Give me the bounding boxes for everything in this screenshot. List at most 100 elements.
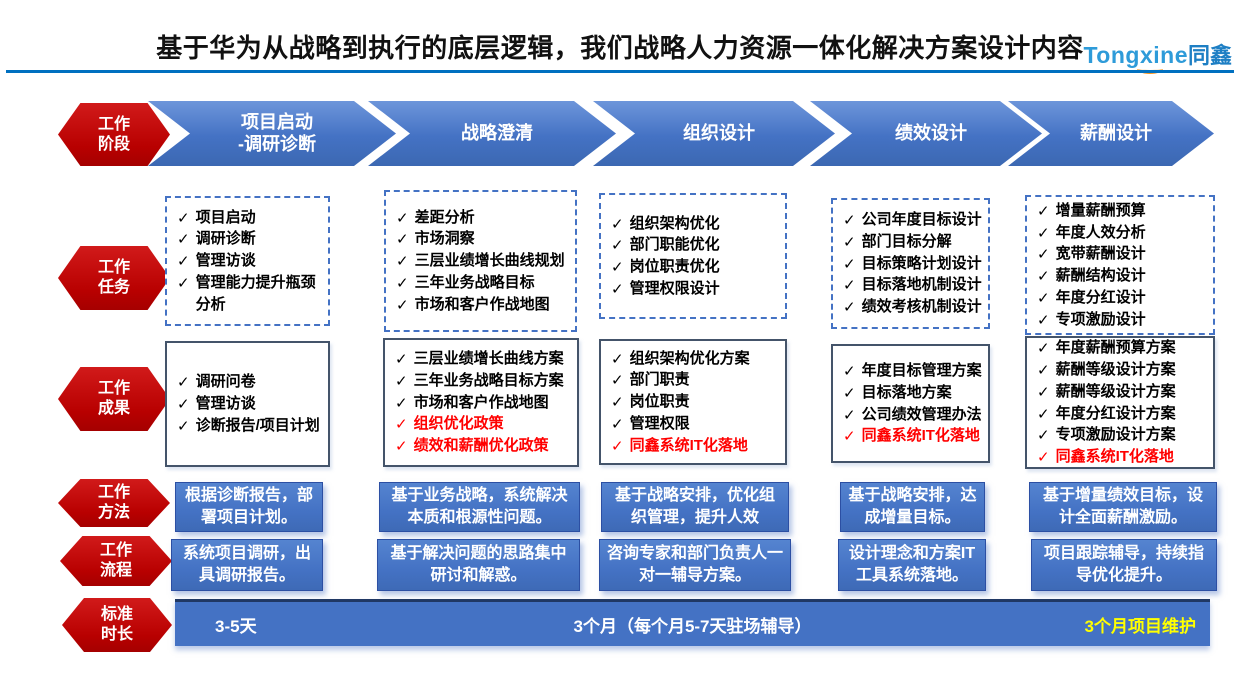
phase-arrow-org-design: 组织设计: [593, 101, 835, 166]
task-item-label: 市场和客户作战地图: [414, 295, 550, 313]
check-icon: ✓: [843, 384, 856, 402]
result-item: ✓三层业绩增长曲线方案: [395, 348, 571, 370]
check-icon: ✓: [177, 209, 190, 227]
result-item-label: 组织架构优化方案: [629, 349, 750, 367]
task-item-label: 三年业务战略目标: [414, 273, 535, 291]
check-icon: ✓: [395, 416, 408, 434]
task-item: ✓三年业务战略目标: [396, 272, 569, 294]
phase-arrow-compensation-design-label: 薪酬设计: [1080, 122, 1152, 143]
check-icon: ✓: [1037, 246, 1050, 264]
result-item: ✓ 年度薪酬预算方案: [1037, 337, 1207, 359]
method-box-col2: 基于业务战略，系统解决本质和根源性问题。: [379, 482, 580, 532]
result-item: ✓专项激励设计方案: [1037, 424, 1207, 446]
process-box-col5: 项目跟踪辅导，持续指导优化提升。: [1031, 539, 1217, 591]
result-item-label: 调研问卷: [195, 373, 256, 391]
phase-arrow-strategy-clarification-label: 战略澄清: [461, 122, 533, 143]
results-box-col5: ✓年度薪酬预算方案✓薪酬等级设计方案✓薪酬等级设计方案✓年度分红设计方案✓专项激…: [1025, 336, 1215, 469]
check-icon: ✓: [611, 237, 624, 255]
result-item-label: 市场和客户作战地图: [413, 393, 549, 411]
task-item: ✓ 部门目标分解: [843, 231, 982, 253]
task-item-label: 管理访谈: [195, 252, 256, 270]
check-icon: ✓: [395, 372, 408, 390]
phase-arrow-project-kickoff-line1: 项目启动: [241, 111, 313, 132]
task-item-label: 部门目标分解: [861, 232, 952, 250]
stage-label-phase: 工作 阶段: [58, 103, 170, 166]
phase-arrow-performance-design: 绩效设计: [810, 101, 1042, 166]
process-box-col1: 系统项目调研，出具调研报告。: [171, 539, 323, 591]
check-icon: ✓: [843, 233, 856, 251]
phase-arrow-org-design-label: 组织设计: [683, 122, 755, 143]
process-box-col4: 设计理念和方案IT工具系统落地。: [838, 539, 986, 591]
check-icon: ✓: [396, 296, 409, 314]
task-item-label: 调研诊断: [195, 230, 256, 248]
result-item: ✓薪酬等级设计方案: [1037, 381, 1207, 403]
result-item: ✓同鑫系统IT化落地: [843, 425, 982, 447]
result-item: ✓ 管理权限: [611, 413, 779, 435]
check-icon: ✓: [843, 255, 856, 273]
duration-phase1: 3-5天: [215, 616, 257, 636]
method-box-col1: 根据诊断报告，部署项目计划。: [175, 482, 323, 532]
check-icon: ✓: [177, 231, 190, 249]
task-item: ✓年度分红设计: [1037, 287, 1207, 309]
task-item-label: 组织架构优化: [629, 214, 720, 232]
tasks-box-col2: ✓差距分析✓市场洞察✓三层业绩增长曲线规划✓三年业务战略目标✓市场和客户作战地图: [384, 190, 577, 332]
task-item-label: 专项激励设计: [1055, 310, 1146, 328]
task-item: ✓管理能力提升瓶颈分析: [177, 272, 322, 316]
task-item: ✓三层业绩增长曲线规划: [396, 250, 569, 272]
tasks-box-col3: ✓组织架构优化✓部门职能优化✓岗位职责优化✓管理权限设计: [599, 193, 787, 319]
task-item-label: 公司年度目标设计: [861, 211, 982, 229]
check-icon: ✓: [1037, 224, 1050, 242]
check-icon: ✓: [177, 417, 190, 435]
results-box-col2: ✓三层业绩增长曲线方案✓三年业务战略目标方案✓市场和客户作战地图✓组织优化政策✓…: [383, 338, 579, 467]
stage-label-duration-line1: 标准: [100, 606, 133, 623]
check-icon: ✓: [611, 350, 624, 368]
stage-label-phase-line1: 工作: [97, 115, 130, 133]
result-item: ✓组织优化政策: [395, 413, 571, 435]
brand-logo: Tongxine同鑫: [1083, 38, 1232, 74]
stage-label-deliverables-line2: 成果: [97, 400, 130, 417]
stage-label-duration-line2: 时长: [100, 626, 133, 643]
stage-label-tasks-line2: 任务: [97, 279, 130, 296]
task-item-label: 目标策略计划设计: [861, 254, 982, 272]
result-item: ✓年度目标管理方案: [843, 360, 982, 382]
method-box-col4: 基于战略安排，达成增量目标。: [840, 482, 985, 532]
result-item-label: 年度薪酬预算方案: [1055, 339, 1176, 357]
check-icon: ✓: [611, 259, 624, 276]
check-icon: ✓: [1037, 405, 1050, 423]
task-item: ✓薪酬结构设计: [1037, 265, 1207, 287]
result-item: ✓诊断报告/项目计划: [177, 415, 322, 437]
result-item-label: 目标落地方案: [861, 383, 952, 401]
result-item-label: 三年业务战略目标方案: [413, 371, 564, 389]
result-item-label: 部门职责: [629, 371, 690, 389]
results-box-col1: ✓调研问卷✓管理访谈✓诊断报告/项目计划: [165, 341, 330, 467]
stage-label-methods-line1: 工作: [97, 484, 130, 501]
method-box-col5: 基于增量绩效目标，设计全面薪酬激励。: [1029, 482, 1217, 532]
check-icon: ✓: [1037, 449, 1050, 466]
check-icon: ✓: [611, 415, 624, 433]
check-icon: ✓: [843, 212, 856, 230]
stage-label-process-line1: 工作: [99, 542, 132, 559]
check-icon: ✓: [395, 438, 408, 456]
result-item-label: 管理权限: [629, 414, 690, 432]
check-icon: ✓: [177, 374, 190, 392]
stage-label-deliverables-line1: 工作: [97, 380, 130, 397]
check-icon: ✓: [1037, 340, 1050, 358]
task-item-label: 目标落地机制设计: [861, 276, 982, 294]
check-icon: ✓: [1037, 383, 1050, 401]
task-item-label: 岗位职责优化: [629, 258, 720, 275]
task-item: ✓专项激励设计: [1037, 309, 1207, 331]
check-icon: ✓: [611, 394, 624, 412]
result-item: ✓公司绩效管理办法: [843, 404, 982, 426]
stage-label-tasks-line1: 工作: [97, 259, 130, 276]
results-box-col3: ✓组织架构优化方案✓部门职责✓岗位职责✓管理权限✓同鑫系统IT化落地: [599, 339, 787, 465]
task-item-label: 绩效考核机制设计: [861, 298, 982, 316]
result-item: ✓市场和客户作战地图: [395, 392, 571, 414]
task-item: ✓ 调研诊断: [177, 228, 322, 250]
check-icon: ✓: [843, 363, 856, 380]
task-item: ✓ 目标策略计划设计: [843, 253, 982, 275]
task-item-label: 部门职能优化: [629, 236, 720, 254]
check-icon: ✓: [396, 253, 409, 271]
result-item-label: 岗位职责: [629, 393, 690, 411]
task-item: ✓ 部门职能优化: [611, 234, 779, 256]
